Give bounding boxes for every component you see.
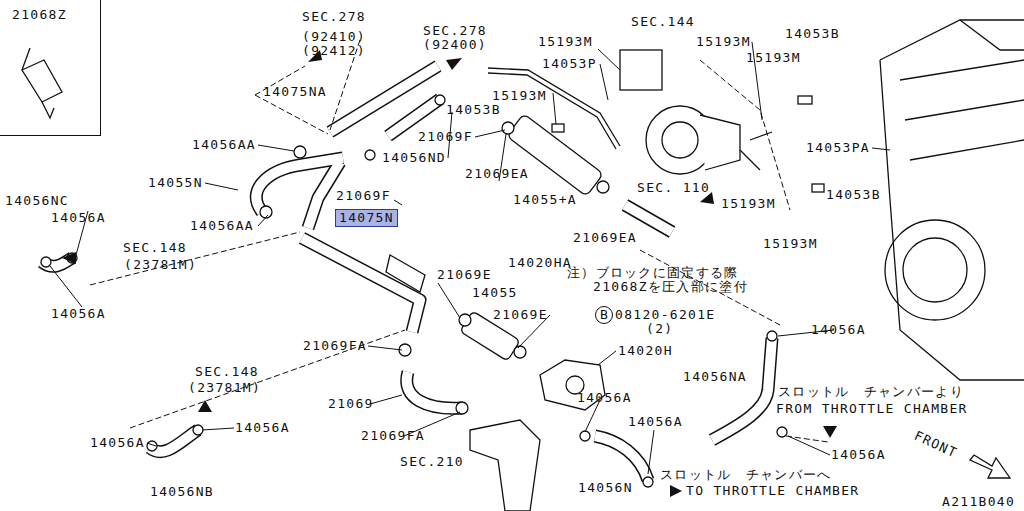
part-number: 14055+A [513,193,577,207]
front-arrow [970,455,1010,478]
part-number: 21069FA [303,339,367,353]
part-number: 14056N [578,481,633,495]
part-number: 14056A [51,211,106,225]
tube-applicator [22,48,62,118]
part-number: 14075NA [263,85,327,99]
part-number: 21069E [493,308,548,322]
part-number: 14053PA [806,141,870,155]
part-number: 14075N [339,211,394,225]
oil-pipe [488,68,772,170]
part-number: 14055N [148,176,203,190]
part-number: 15193M [696,35,751,49]
part-number: 21069EA [465,167,529,181]
direction-label: FRONT [912,429,959,461]
flow-note: TO THROTTLE CHAMBER [686,484,859,498]
part-number: 21069EA [573,231,637,245]
section-reference: SEC.148 [123,241,187,255]
part-number: 14056A [235,421,290,435]
part-number: 15193M [763,237,818,251]
flow-note: スロットル チャンバーへ [660,468,832,482]
part-number: B [600,308,608,322]
section-reference: SEC.210 [400,455,464,469]
section-reference: SEC. 110 [637,181,710,195]
turbocharger [620,50,740,174]
part-number: 14056NB [150,485,214,499]
part-reference: (92400) [423,38,487,52]
direction-arrows [62,50,837,497]
part-number: 14056NA [683,370,747,384]
part-number: 21069E [437,268,492,282]
part-number: 15193M [721,197,776,211]
inset-box: 21068Z [0,0,101,136]
part-number: 14056A [577,391,632,405]
part-number: 21069FA [361,429,425,443]
part-number: 14056A [628,415,683,429]
section-reference: SEC.144 [631,15,695,29]
part-number: 14056ND [382,151,446,165]
dashed-lines [90,40,828,442]
large-hoses [386,96,824,511]
flow-note: スロットル チャンバーより [778,385,964,399]
part-number: 14020HA [508,256,572,270]
highlighted-part-number: 14075N [335,209,398,227]
part-number: 14056A [831,448,886,462]
part-number: 14053B [785,27,840,41]
part-number: 21069 [328,397,374,411]
part-number: 14056A [811,323,866,337]
part-number: 21069F [418,130,473,144]
part-number: 14056AA [192,138,256,152]
part-reference: (23781M) [124,258,197,272]
section-reference: SEC.148 [195,365,259,379]
part-reference: (92412) [302,44,366,58]
bolt-callout-circle: B [595,306,613,324]
part-number: 14056A [51,307,106,321]
part-number: 14053P [542,57,597,71]
part-number: 14056NC [5,194,69,208]
engine-block [880,20,1024,380]
section-reference: SEC.278 [302,10,366,24]
part-number: 14056A [90,436,145,450]
leader-lines [50,42,890,474]
part-reference: (23781M) [188,381,261,395]
section-reference: SEC.278 [423,24,487,38]
part-number: 15193M [538,35,593,49]
figure-code: A211B040 [942,495,1015,509]
part-reference: (2) [646,322,673,336]
assembly-note: 注）ブロックに固定する際 21068Zを圧入部に塗付 [567,266,828,294]
part-number: 15193M [746,51,801,65]
part-number: 14056AA [190,219,254,233]
part-number: 15193M [492,89,547,103]
part-number: 21068Z [12,8,100,22]
part-number: 14053B [826,188,881,202]
part-number: 08120-6201E [615,308,715,322]
part-number: 21069F [336,189,391,203]
flow-note: FROM THROTTLE CHAMBER [776,402,968,416]
part-number: 14020H [618,344,673,358]
part-reference: (92410) [302,30,366,44]
part-number: 14053B [446,103,501,117]
part-number: 14055 [472,286,518,300]
